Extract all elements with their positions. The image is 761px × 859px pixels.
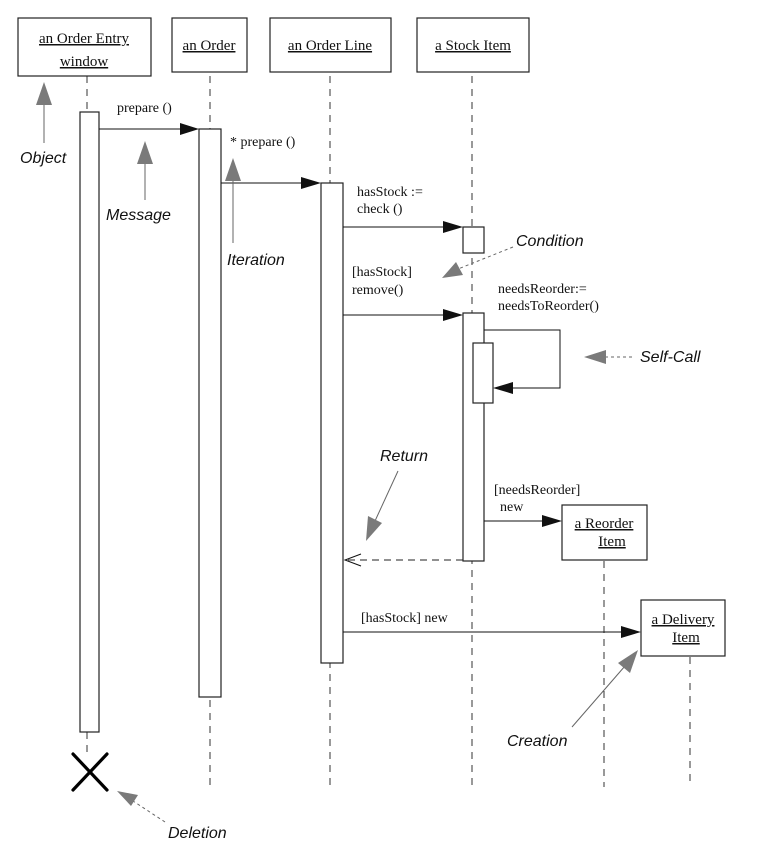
object-delivery-item: a Delivery Item xyxy=(640,599,726,657)
message-new-delivery: [hasStock] new xyxy=(343,611,641,638)
message-has-stock-check: hasStock := check () xyxy=(343,185,463,233)
object-order-line: an Order Line xyxy=(269,17,392,73)
annotation-condition-pointer xyxy=(442,246,514,278)
activation-order-entry-window xyxy=(79,111,100,733)
activation-stock-item-check xyxy=(462,226,485,254)
message-new-reorder-line2: new xyxy=(500,500,524,515)
object-reorder-item-line2: Item xyxy=(598,534,626,550)
message-new-reorder-line1: [needsReorder] xyxy=(494,483,580,498)
object-delivery-item-line1: a Delivery xyxy=(652,612,715,628)
annotation-condition-label: Condition xyxy=(516,233,584,250)
message-prepare-label: prepare () xyxy=(117,101,172,116)
object-stock-item: a Stock Item xyxy=(416,17,530,73)
annotation-selfcall-label: Self-Call xyxy=(640,349,701,366)
annotation-deletion-pointer xyxy=(117,791,166,823)
object-order-line-label: an Order Line xyxy=(288,38,372,54)
deletion-x-mark xyxy=(71,752,109,792)
annotation-deletion-label: Deletion xyxy=(168,825,227,842)
object-reorder-item: a Reorder Item xyxy=(561,504,648,561)
activation-stock-item-selfcall xyxy=(472,342,494,404)
message-needs-reorder-line1: needsReorder:= xyxy=(498,282,587,297)
message-remove-line2: remove() xyxy=(352,283,404,298)
object-order-entry-window: an Order Entry window xyxy=(17,17,152,77)
message-needs-reorder-line2: needsToReorder() xyxy=(498,299,599,314)
message-remove-line1: [hasStock] xyxy=(352,265,412,280)
annotation-return-label: Return xyxy=(380,448,428,465)
annotation-iteration-pointer xyxy=(225,158,241,243)
object-order-entry-window-line1: an Order Entry xyxy=(39,31,129,47)
message-has-stock-check-line1: hasStock := xyxy=(357,185,423,200)
annotation-object-label: Object xyxy=(20,150,67,167)
message-prepare: prepare () xyxy=(99,101,199,135)
annotation-object-pointer xyxy=(36,82,52,143)
message-new-reorder: [needsReorder] new xyxy=(484,483,580,527)
annotation-creation-pointer xyxy=(571,650,638,728)
object-reorder-item-line1: a Reorder xyxy=(575,516,634,532)
activation-order xyxy=(198,128,222,698)
annotation-selfcall-pointer xyxy=(584,350,632,364)
annotation-return-pointer xyxy=(366,470,399,541)
message-return xyxy=(343,553,463,567)
message-new-delivery-label: [hasStock] new xyxy=(361,611,449,626)
object-delivery-item-line2: Item xyxy=(672,630,700,646)
annotation-message-pointer xyxy=(137,141,153,200)
object-order-entry-window-line2: window xyxy=(60,54,109,70)
object-order-label: an Order xyxy=(183,38,236,54)
message-has-stock-check-line2: check () xyxy=(357,202,403,217)
message-prepare-iteration-label: * prepare () xyxy=(230,135,296,150)
annotation-iteration-label: Iteration xyxy=(227,252,285,269)
message-remove: [hasStock] remove() xyxy=(343,265,463,321)
activation-order-line xyxy=(320,182,344,664)
message-prepare-iteration: * prepare () xyxy=(221,135,321,189)
annotation-creation-label: Creation xyxy=(507,733,568,750)
message-needs-reorder-selfcall: needsReorder:= needsToReorder() xyxy=(484,282,599,394)
annotation-message-label: Message xyxy=(106,207,171,224)
object-order: an Order xyxy=(171,17,248,73)
object-stock-item-label: a Stock Item xyxy=(435,38,511,54)
